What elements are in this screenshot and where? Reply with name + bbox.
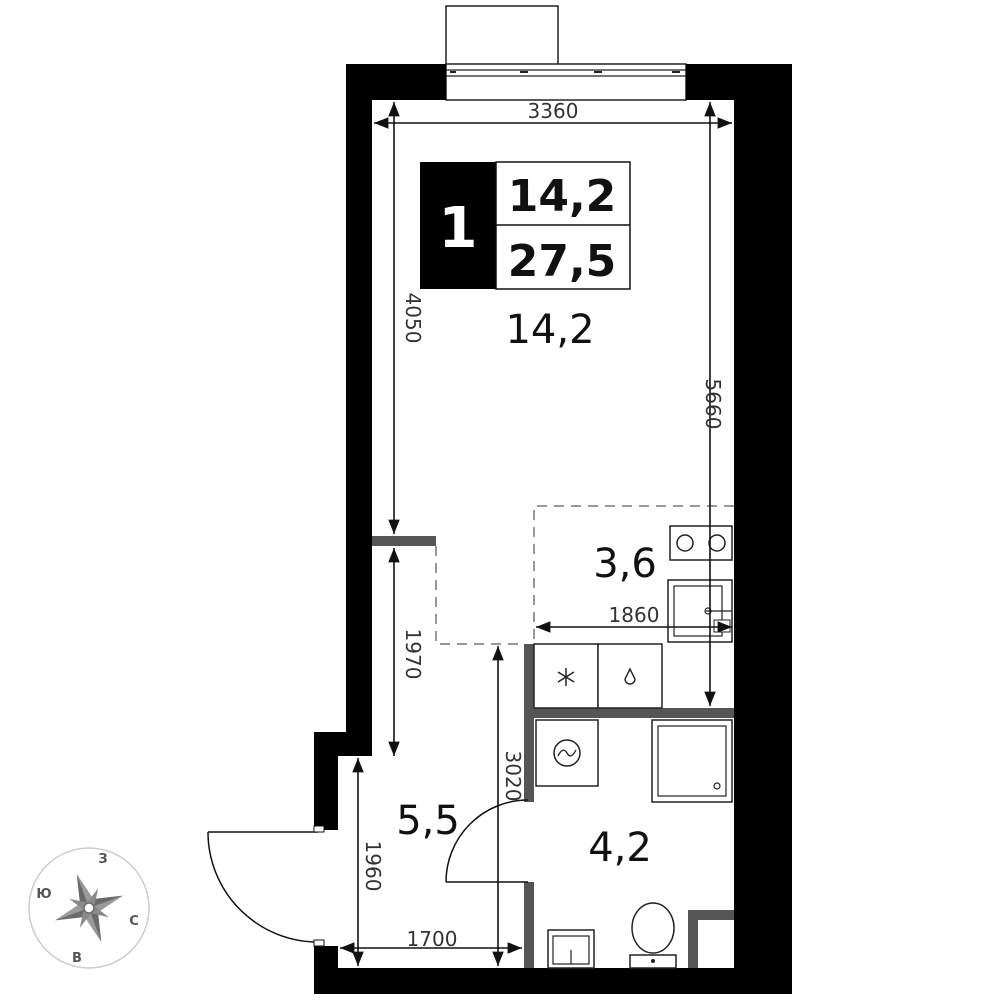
area-badge: 1 14,2 27,5 [420,161,631,290]
compass-letter-top: З [98,852,107,867]
dim-hall-lower: 1960 [361,841,385,892]
water-drop-icon [624,667,636,685]
dim-right-depth: 5660 [701,379,725,430]
dishwasher [597,643,663,709]
compass-rose: З С В Ю [28,847,150,969]
compass-letter-right: С [129,914,139,929]
compass-letter-bottom: В [72,951,82,966]
dim-hall-width: 1700 [407,927,458,951]
burner-icon [676,534,694,552]
shower [651,719,733,803]
room-area-hallway: 5,5 [396,798,460,844]
dimension-lines [340,102,732,966]
dim-kitchen-width: 1860 [609,603,660,627]
entrance-door[interactable] [207,825,325,947]
room-area-bathroom: 4,2 [588,825,652,871]
fridge [533,643,599,709]
washing-machine [535,719,599,787]
compass-star-icon [55,874,123,942]
dim-room-depth-left: 4050 [401,293,425,344]
stove [669,525,733,561]
badge-total-area: 27,5 [508,236,617,287]
bathroom-door[interactable] [445,799,529,883]
dim-hall-upper: 1970 [401,629,425,680]
outer-walls [314,64,792,994]
kitchen-sink [667,579,733,643]
room-area-main: 14,2 [505,307,594,353]
badge-living-area: 14,2 [508,171,617,222]
compass-letter-left: Ю [36,887,51,902]
drain-icon [713,782,721,790]
dim-top-width: 3360 [528,99,579,123]
bathroom-sink [547,929,595,969]
badge-room-count: 1 [439,196,478,261]
balcony [445,5,687,101]
dim-bath-depth: 3020 [501,751,525,802]
room-area-kitchen: 3,6 [593,541,657,587]
toilet [629,902,677,969]
snowflake-icon [557,668,575,686]
partitions [372,536,734,968]
washing-drum-icon [553,739,581,767]
zone-boundaries [435,505,734,645]
